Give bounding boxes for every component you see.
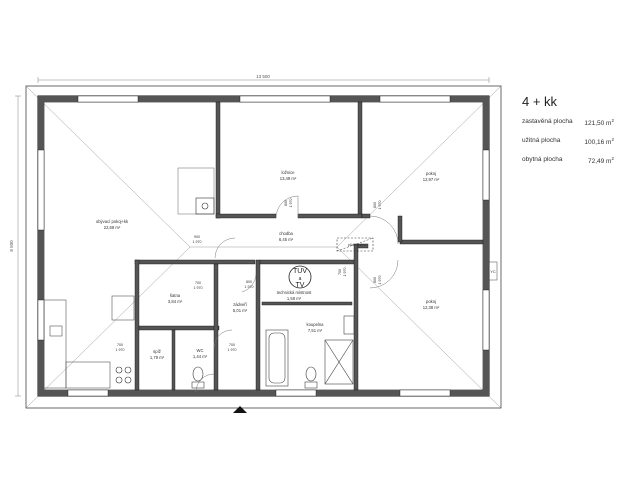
tuv-amp-label: a — [299, 276, 302, 282]
room-name: ložnice — [281, 170, 295, 175]
room-area: 22,69 m² — [104, 225, 121, 230]
yc-label: YC — [490, 269, 496, 274]
room-area: 1,58 m² — [287, 296, 302, 301]
door-label: 1 970 — [378, 201, 382, 210]
entrance-arrow-icon — [233, 406, 247, 413]
bathtub-icon — [265, 329, 289, 387]
door-label: 800 — [284, 200, 288, 206]
exterior-wall-hatch — [38, 96, 489, 396]
room-area: 5,01 m² — [233, 308, 248, 313]
door-label: 1 970 — [343, 268, 347, 277]
door-dimension-labels: 900 1 970 800 1 970 700 1 970 700 1 970 … — [116, 235, 254, 352]
room-name: šatna — [170, 293, 181, 298]
yc-box — [488, 261, 498, 281]
exterior-walls — [37, 95, 490, 397]
layout-type-title: 4 + kk — [522, 94, 558, 109]
attic-hatch-icon — [336, 237, 374, 252]
room-name: zádveří — [233, 302, 248, 307]
door-label: 1 970 — [245, 285, 254, 289]
door-label: 1 970 — [378, 276, 382, 285]
door-label: 1 970 — [116, 348, 125, 352]
sink-icon — [343, 315, 355, 335]
room-area: 1,79 m² — [150, 355, 165, 360]
dimension-lines — [15, 77, 490, 397]
door-label: 1 970 — [194, 286, 203, 290]
door-label: 1 970 — [193, 240, 202, 244]
room-name: technická místnost — [277, 290, 313, 295]
kitchen-counter — [43, 295, 135, 389]
legend-row: užitná plocha 100,16 m2 — [522, 137, 614, 146]
door-label: 900 — [194, 235, 200, 239]
room-name: pokoj — [426, 299, 436, 304]
room-labels: obývací pokoj+kk 22,69 m² ložnice 13,49 … — [96, 170, 440, 360]
legend-label: užitná plocha — [522, 137, 561, 145]
width-dimension: 13 500 — [256, 74, 270, 79]
stove-icon — [115, 366, 132, 384]
shower-icon — [324, 339, 354, 385]
room-name: pokoj — [426, 171, 436, 176]
roof-hip-lines — [25, 85, 502, 409]
room-area: 3,84 m² — [168, 299, 183, 304]
door-label: 700 — [195, 281, 201, 285]
room-area: 1,44 m² — [193, 354, 208, 359]
room-name: chodba — [279, 231, 293, 236]
interior-walls — [134, 101, 484, 391]
room-name: obývací pokoj+kk — [96, 219, 129, 224]
room-area: 6,45 m² — [279, 237, 294, 242]
legend-value: 121,50 m2 — [584, 118, 614, 128]
legend-label: zastavěná plocha — [522, 118, 573, 125]
door-label: 1 970 — [289, 199, 293, 208]
area-legend: 4 + kk zastavěná plocha 121,50 m2 užitná… — [522, 94, 614, 175]
windows — [37, 95, 490, 397]
door-label: 1 970 — [228, 348, 237, 352]
room-area: 12,38 m² — [423, 305, 440, 310]
door-label: 700 — [338, 269, 342, 275]
door-label: 800 — [373, 202, 377, 208]
legend-value: 72,49 m2 — [587, 156, 614, 166]
room-area: 12,97 m² — [423, 177, 440, 182]
roof-outline — [25, 85, 502, 409]
attic-hatch-label: půdní výlez — [348, 243, 366, 247]
legend-label: obytná plocha — [522, 156, 563, 164]
door-label: 700 — [117, 343, 123, 347]
room-name: spíž — [153, 349, 161, 354]
tv-label: TV — [296, 282, 305, 289]
room-area: 7,51 m² — [308, 328, 323, 333]
tuv-label: TUV — [293, 268, 307, 275]
legend-value: 100,16 m2 — [584, 137, 614, 147]
toilet-icon — [304, 366, 318, 389]
legend-row: zastavěná plocha 121,50 m2 — [522, 118, 614, 127]
height-dimension: 8 500 — [9, 240, 14, 252]
legend-row: obytná plocha 72,49 m2 — [522, 156, 614, 165]
chimney-icon — [177, 167, 215, 215]
attic-hatch-diagonal — [336, 237, 374, 252]
room-name: WC — [197, 348, 204, 353]
room-name: koupelna — [307, 322, 325, 327]
door-dimension-labels-vertical: 800 1 970 800 1 970 800 1 970 700 1 970 — [284, 199, 382, 285]
wc-toilet-icon — [191, 366, 205, 389]
door-label: 800 — [246, 280, 252, 284]
door-label: 700 — [229, 343, 235, 347]
water-heater-icon — [288, 265, 312, 289]
door-label: 800 — [373, 277, 377, 283]
room-area: 13,49 m² — [280, 176, 297, 181]
